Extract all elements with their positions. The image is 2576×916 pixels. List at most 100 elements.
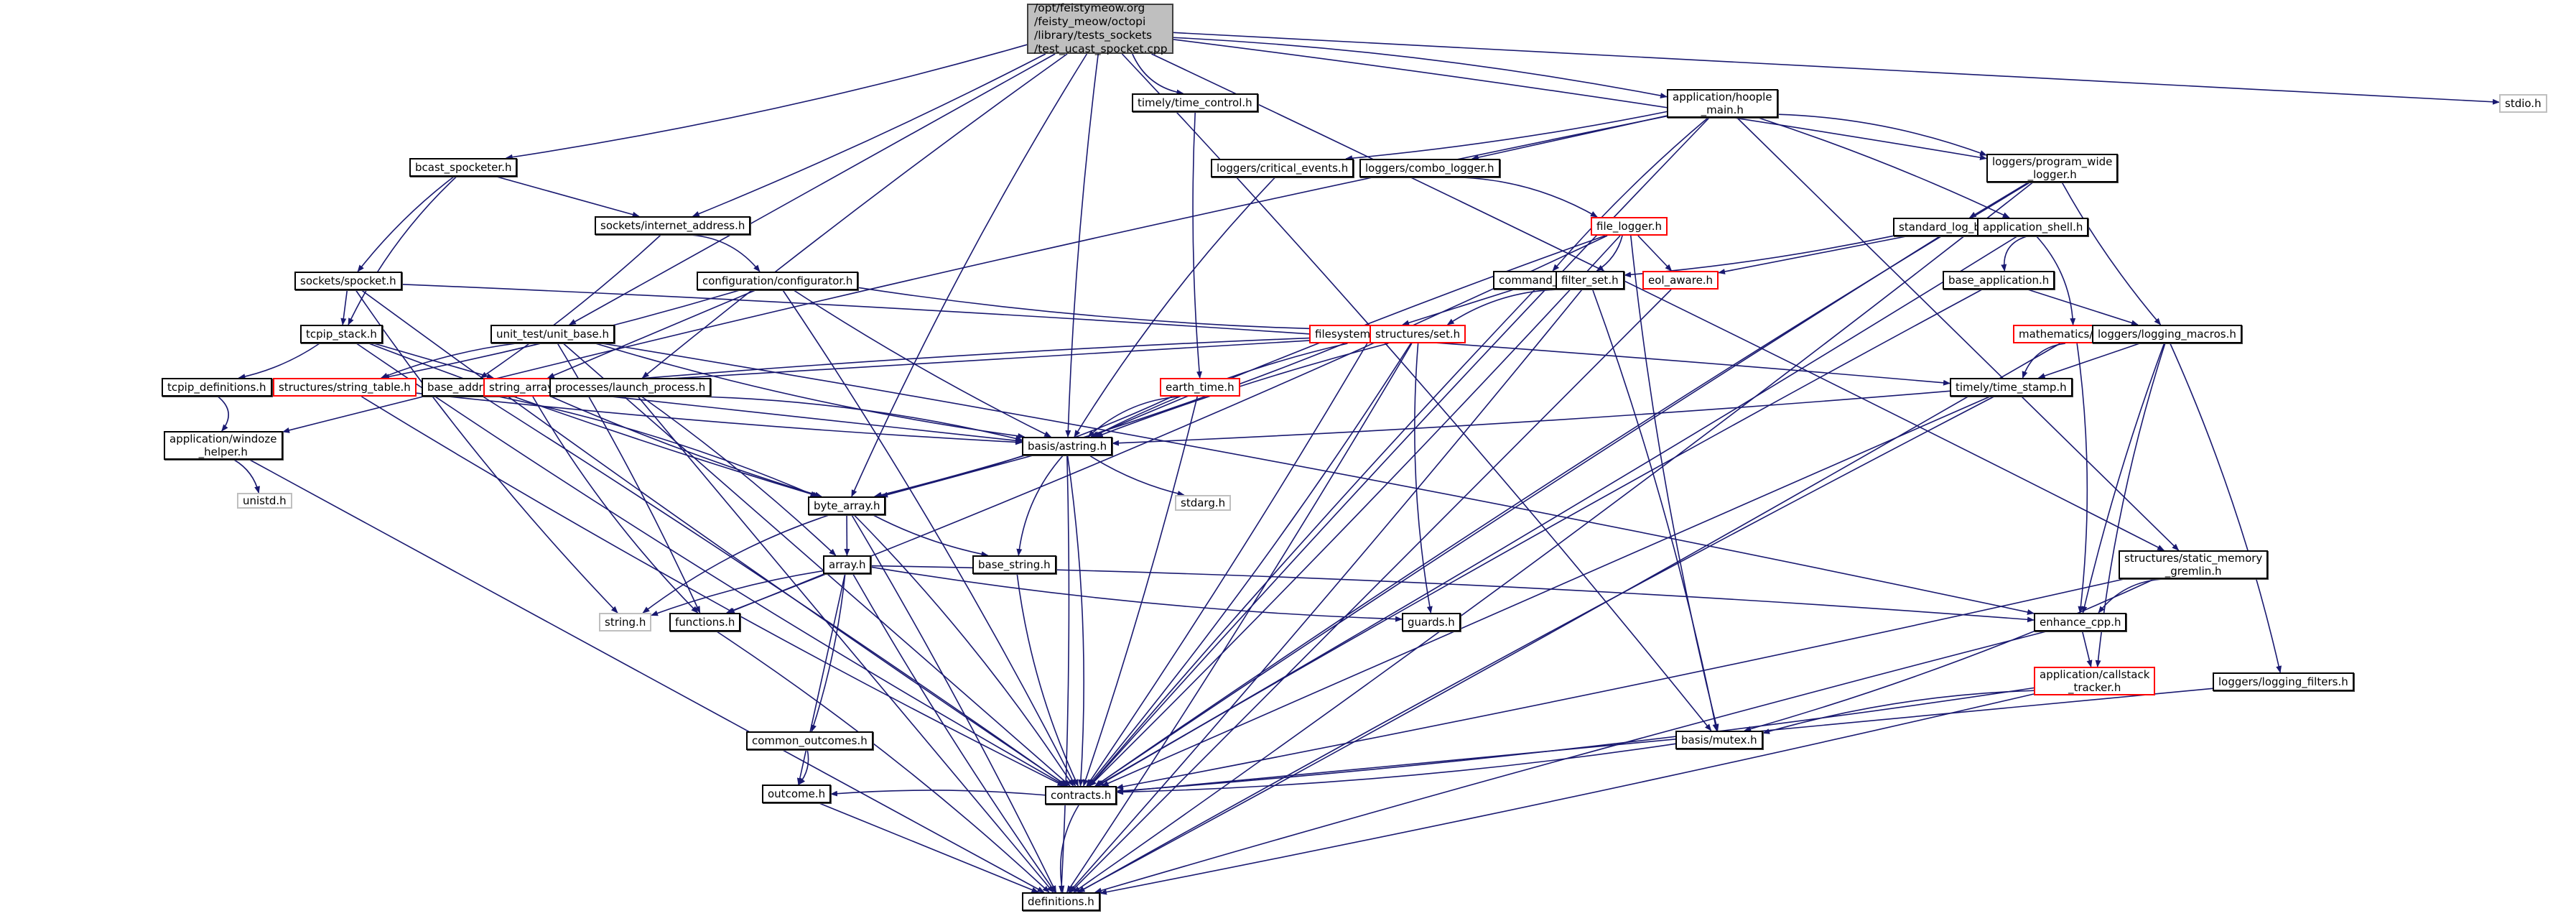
node-file-logger[interactable]: file_logger.h [1591, 217, 1668, 236]
node-unit-base[interactable]: unit_test/unit_base.h [490, 325, 615, 343]
edge-set-to-definitions [1066, 343, 1413, 893]
edge-logging-filters-to-contracts [1116, 688, 2213, 795]
edge-contracts-to-outcome [830, 790, 1046, 797]
edge-set-to-string-array [567, 336, 1370, 387]
node-launch-process[interactable]: processes/launch_process.h [549, 378, 712, 397]
node-astring[interactable]: basis/astring.h [1022, 437, 1113, 455]
node-application-shell[interactable]: application_shell.h [1977, 218, 2089, 236]
node-byte-array[interactable]: byte_array.h [808, 496, 886, 515]
node-bcast-spocketer[interactable]: bcast_spocketer.h [409, 158, 518, 177]
node-definitions[interactable]: definitions.h [1022, 892, 1100, 911]
edge-array-to-definitions [852, 573, 1056, 893]
edge-tcpip-stack-to-contracts [355, 343, 1067, 787]
edge-root-to-program-wide-logger [1173, 39, 1987, 161]
node-set[interactable]: structures/set.h [1370, 325, 1466, 343]
edge-root-to-bcast-spocketer [505, 44, 1028, 160]
edge-string-table-to-contracts [361, 396, 1065, 787]
edge-byte-array-to-string-h [642, 514, 829, 614]
edge-base-address-to-contracts [483, 396, 1068, 787]
node-label: string.h [605, 616, 646, 629]
node-label: base_application.h [1948, 274, 2050, 287]
node-label: stdarg.h [1181, 496, 1226, 509]
node-mutex[interactable]: basis/mutex.h [1675, 731, 1763, 749]
edge-time-control-to-earth-time [1192, 111, 1203, 379]
edge-file-logger-to-contracts [1089, 235, 1621, 787]
edge-unit-base-to-string-table [380, 343, 516, 379]
edge-enhance-cpp-to-definitions [1094, 631, 2047, 894]
node-root[interactable]: /opt/feistymeow.org /feisty_meow/octopi … [1027, 1, 1173, 55]
edge-file-logger-to-eol-aware [1637, 235, 1673, 272]
edge-eol-aware-to-definitions [1069, 289, 1672, 893]
edge-time-stamp-to-astring [1112, 390, 1950, 446]
node-earth-time[interactable]: earth_time.h [1160, 378, 1240, 397]
edge-root-to-stdio [1173, 32, 2500, 105]
node-label: base_string.h [978, 558, 1051, 571]
node-base-string[interactable]: base_string.h [972, 555, 1056, 574]
node-label: loggers/program_wide _logger.h [1992, 155, 2113, 181]
node-tcpip-definitions[interactable]: tcpip_definitions.h [162, 378, 272, 397]
node-enhance-cpp[interactable]: enhance_cpp.h [2034, 613, 2127, 632]
edge-filename-to-byte-array [874, 343, 1345, 498]
node-label: contracts.h [1051, 789, 1112, 802]
node-contracts[interactable]: contracts.h [1045, 786, 1117, 805]
edge-string-table-to-astring [416, 392, 1023, 445]
node-label: basis/mutex.h [1681, 734, 1757, 746]
edge-base-address-to-byte-array [498, 396, 818, 497]
edge-chaos-to-time-stamp [2022, 343, 2066, 379]
node-time-control[interactable]: timely/time_control.h [1132, 93, 1258, 112]
edge-set-to-contracts [1087, 343, 1412, 787]
node-label: outcome.h [768, 787, 826, 800]
node-label: tcpip_stack.h [306, 328, 377, 341]
edge-windoze-helper-to-unistd [233, 459, 260, 494]
node-filter-set[interactable]: filter_set.h [1556, 271, 1624, 290]
edge-unit-base-to-contracts [562, 343, 1071, 787]
node-label: tcpip_definitions.h [167, 381, 266, 394]
node-spocket[interactable]: sockets/spocket.h [294, 272, 402, 290]
edge-root-to-unit-base [568, 53, 1056, 325]
node-program-wide-logger[interactable]: loggers/program_wide _logger.h [1986, 154, 2119, 182]
node-logging-macros[interactable]: loggers/logging_macros.h [2092, 325, 2242, 343]
node-time-stamp[interactable]: timely/time_stamp.h [1950, 378, 2073, 397]
edge-tcpip-stack-to-tcpip-definitions [238, 343, 320, 380]
node-callstack-tracker[interactable]: application/callstack _tracker.h [2034, 667, 2156, 695]
node-array[interactable]: array.h [823, 555, 872, 574]
node-tcpip-stack[interactable]: tcpip_stack.h [300, 325, 383, 343]
node-label: structures/string_table.h [279, 381, 411, 394]
edge-enhance-cpp-to-callstack-tracker [2081, 631, 2093, 667]
node-string-table[interactable]: structures/string_table.h [273, 378, 417, 397]
node-internet-address[interactable]: sockets/internet_address.h [595, 216, 751, 235]
node-label: /opt/feistymeow.org /feisty_meow/octopi … [1034, 1, 1168, 55]
edge-file-logger-to-filter-set [1596, 235, 1623, 272]
node-windoze-helper[interactable]: application/windoze _helper.h [164, 431, 283, 460]
node-critical-events[interactable]: loggers/critical_events.h [1211, 159, 1354, 177]
edge-root-to-launch-process [641, 53, 1068, 379]
node-logging-filters[interactable]: loggers/logging_filters.h [2213, 672, 2354, 691]
node-label: array.h [829, 558, 866, 571]
node-base-application[interactable]: base_application.h [1943, 271, 2055, 290]
node-outcome[interactable]: outcome.h [762, 785, 832, 803]
edge-outcome-to-definitions [819, 802, 1039, 893]
node-combo-logger[interactable]: loggers/combo_logger.h [1359, 159, 1500, 177]
node-label: loggers/logging_macros.h [2098, 328, 2236, 341]
node-static-memory-gremlin[interactable]: structures/static_memory _gremlin.h [2119, 550, 2269, 579]
node-label: eol_aware.h [1648, 274, 1714, 287]
edge-program-wide-logger-to-logging-macros [2061, 182, 2162, 325]
edge-tcpip-stack-to-byte-array [368, 343, 820, 498]
edge-file-logger-to-mutex [1629, 235, 1719, 731]
edge-set-to-guards [1414, 343, 1433, 614]
edge-windoze-helper-to-definitions [249, 459, 1045, 893]
node-label: application/hoople _main.h [1673, 91, 1772, 116]
node-hoople-main[interactable]: application/hoople _main.h [1667, 89, 1778, 118]
edge-spocket-to-contracts [361, 290, 1069, 787]
node-guards[interactable]: guards.h [1402, 613, 1461, 632]
node-functions[interactable]: functions.h [669, 613, 741, 632]
edge-mutex-to-contracts [1116, 743, 1676, 795]
node-label: loggers/critical_events.h [1217, 162, 1349, 175]
edge-hoople-main-to-contracts [1089, 117, 1710, 787]
edge-tcpip-definitions-to-windoze-helper [217, 396, 229, 432]
node-configurator[interactable]: configuration/configurator.h [697, 272, 859, 290]
node-common-outcomes[interactable]: common_outcomes.h [746, 731, 873, 750]
edge-common-outcomes-to-outcome [798, 749, 809, 785]
node-eol-aware[interactable]: eol_aware.h [1642, 271, 1719, 290]
